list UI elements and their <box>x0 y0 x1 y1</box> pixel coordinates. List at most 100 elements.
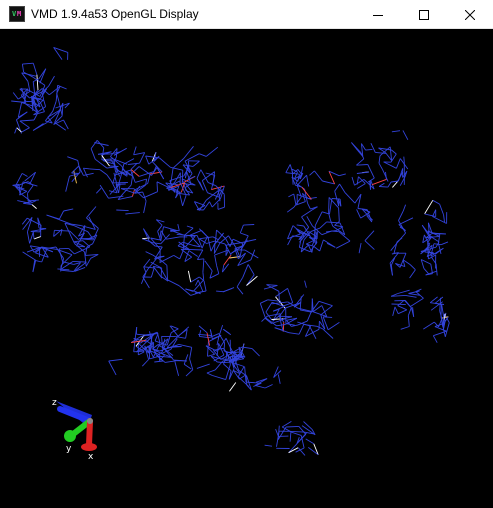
bond <box>323 316 333 318</box>
bond <box>101 154 110 167</box>
bond <box>203 201 210 211</box>
bond <box>161 338 169 353</box>
bond <box>288 193 295 198</box>
bond <box>264 317 272 324</box>
bond <box>61 261 74 270</box>
bond <box>12 92 19 100</box>
maximize-button[interactable] <box>401 0 447 29</box>
bond <box>130 162 138 170</box>
bond <box>192 279 205 292</box>
bond <box>237 259 252 267</box>
bond <box>296 185 302 198</box>
bond <box>430 243 435 257</box>
bond <box>298 236 302 248</box>
bond <box>129 166 140 176</box>
bond <box>89 168 101 171</box>
bond <box>404 170 408 178</box>
bond <box>206 146 219 157</box>
minimize-button[interactable] <box>355 0 401 29</box>
bond <box>19 120 30 129</box>
close-button[interactable] <box>447 0 493 29</box>
bond <box>278 318 286 322</box>
bond <box>170 338 178 350</box>
bond <box>397 299 405 307</box>
bond <box>46 248 53 253</box>
bond <box>64 102 70 109</box>
bond <box>206 190 219 201</box>
bond <box>110 148 118 157</box>
bond <box>400 326 410 330</box>
bond <box>294 171 298 179</box>
bond <box>276 431 280 447</box>
bond <box>166 186 179 191</box>
bond <box>389 252 399 264</box>
bond <box>208 182 216 187</box>
bond <box>290 431 302 436</box>
bond <box>115 167 121 177</box>
bond <box>19 190 28 196</box>
opengl-display[interactable]: z y x <box>0 29 493 508</box>
bond <box>155 245 163 248</box>
bond <box>276 324 286 327</box>
bond <box>134 327 138 338</box>
bond <box>425 233 432 239</box>
bond <box>205 345 216 355</box>
bond <box>277 426 287 440</box>
bond <box>184 250 190 262</box>
bond <box>170 168 174 181</box>
bond <box>29 172 37 185</box>
bond <box>30 228 47 232</box>
bond <box>120 163 125 177</box>
bond <box>405 294 417 298</box>
bond <box>202 171 215 181</box>
bond <box>295 201 306 206</box>
bond <box>142 228 150 242</box>
bond <box>281 421 292 428</box>
bond <box>150 237 160 241</box>
bond <box>367 177 375 183</box>
bond <box>206 372 213 376</box>
bond <box>204 236 209 243</box>
bond <box>272 313 282 322</box>
bond <box>210 242 216 252</box>
bond <box>228 351 242 362</box>
bond <box>154 360 164 363</box>
bond <box>225 338 231 348</box>
bond <box>214 360 224 371</box>
bond <box>72 260 87 263</box>
bond <box>163 347 174 356</box>
bond <box>244 249 259 259</box>
bond <box>133 337 147 343</box>
bond <box>130 176 133 186</box>
bond <box>189 358 194 370</box>
title-bar[interactable]: V M VMD 1.9.4a53 OpenGL Display <box>0 0 493 29</box>
bond <box>58 248 64 262</box>
bond <box>146 333 155 343</box>
bond <box>223 288 232 293</box>
bond <box>41 246 58 250</box>
bond <box>16 127 22 133</box>
bond <box>99 184 109 199</box>
bond <box>33 111 45 116</box>
bond <box>68 248 75 255</box>
bond <box>263 285 278 290</box>
bond <box>199 236 213 240</box>
bond <box>265 302 273 313</box>
bond <box>180 248 192 258</box>
bond <box>106 174 112 181</box>
bond <box>153 265 161 269</box>
bond <box>64 223 72 237</box>
bond <box>17 102 23 118</box>
bond <box>76 234 84 247</box>
bond <box>438 317 443 327</box>
bond <box>128 162 140 165</box>
bond <box>291 169 294 185</box>
bond <box>136 341 147 353</box>
bond <box>389 263 393 276</box>
bond <box>110 180 118 193</box>
bond <box>375 151 386 154</box>
bond <box>178 241 186 248</box>
bond <box>288 443 298 454</box>
bond <box>277 374 281 384</box>
